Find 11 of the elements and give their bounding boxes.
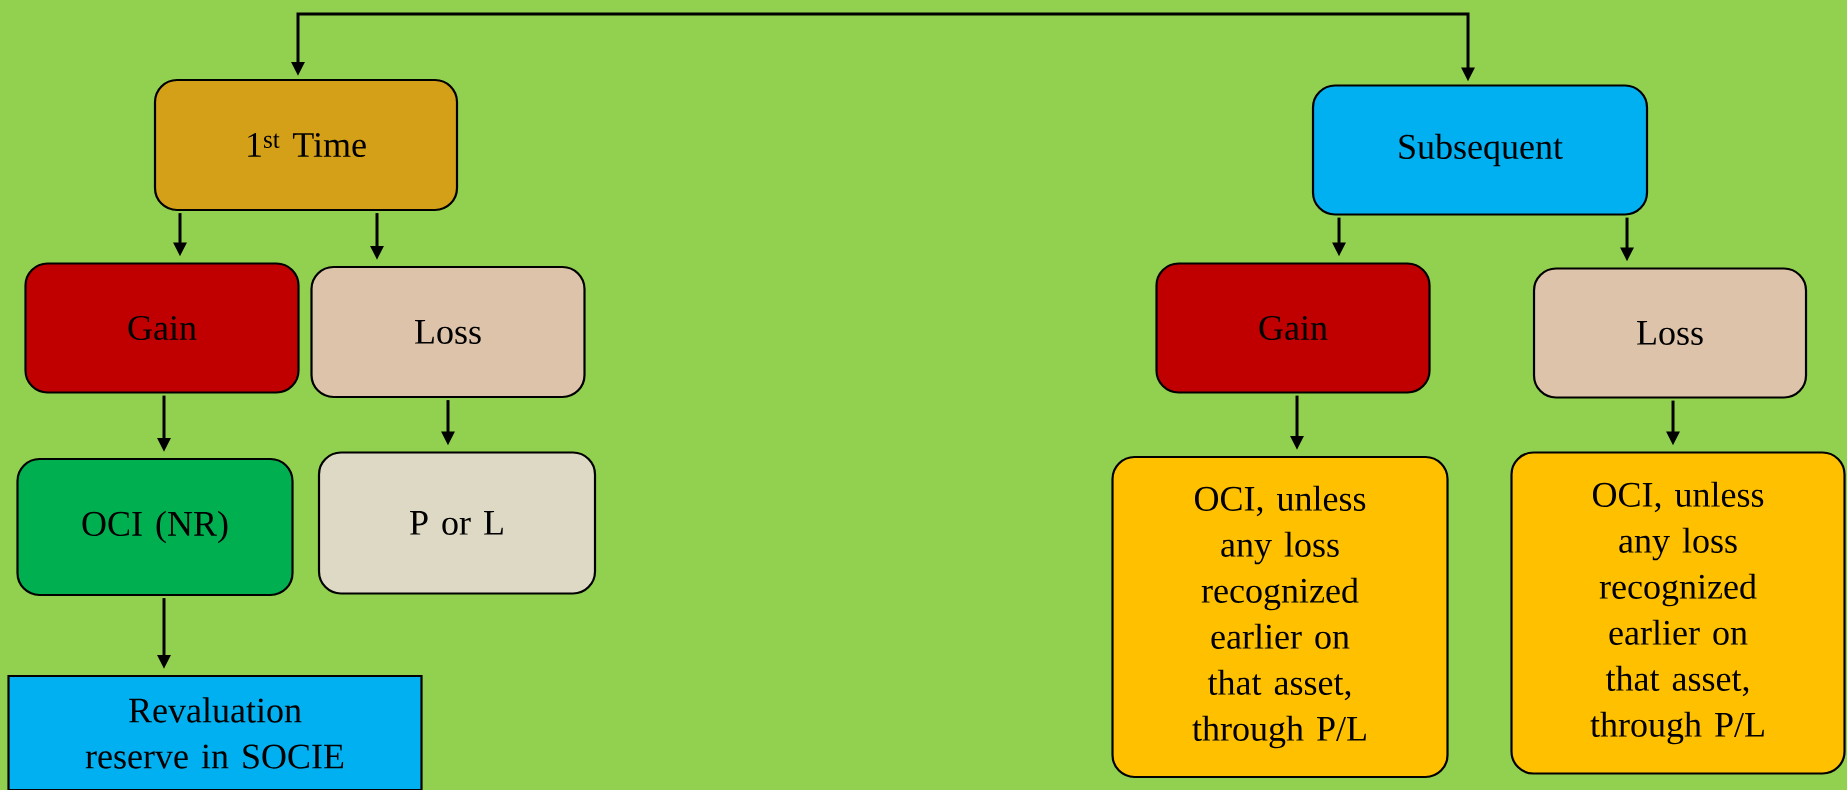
- process-box: OCI (NR): [16, 457, 294, 597]
- process-box: Loss: [310, 265, 586, 399]
- process-box: OCI, unless any loss recognized earlier on that asset, through P/L: [1510, 451, 1846, 775]
- process-box: Revaluation reserve in SOCIE: [7, 674, 423, 790]
- process-box: Gain: [24, 262, 300, 394]
- process-box: P or L: [317, 451, 597, 595]
- process-box: Gain: [1155, 262, 1431, 394]
- process-box: Subsequent: [1311, 84, 1649, 216]
- process-box: Loss: [1532, 267, 1808, 399]
- process-box: OCI, unless any loss recognized earlier on that asset, through P/L: [1111, 455, 1449, 779]
- process-box: 1$^{st}$ Time: [153, 78, 459, 212]
